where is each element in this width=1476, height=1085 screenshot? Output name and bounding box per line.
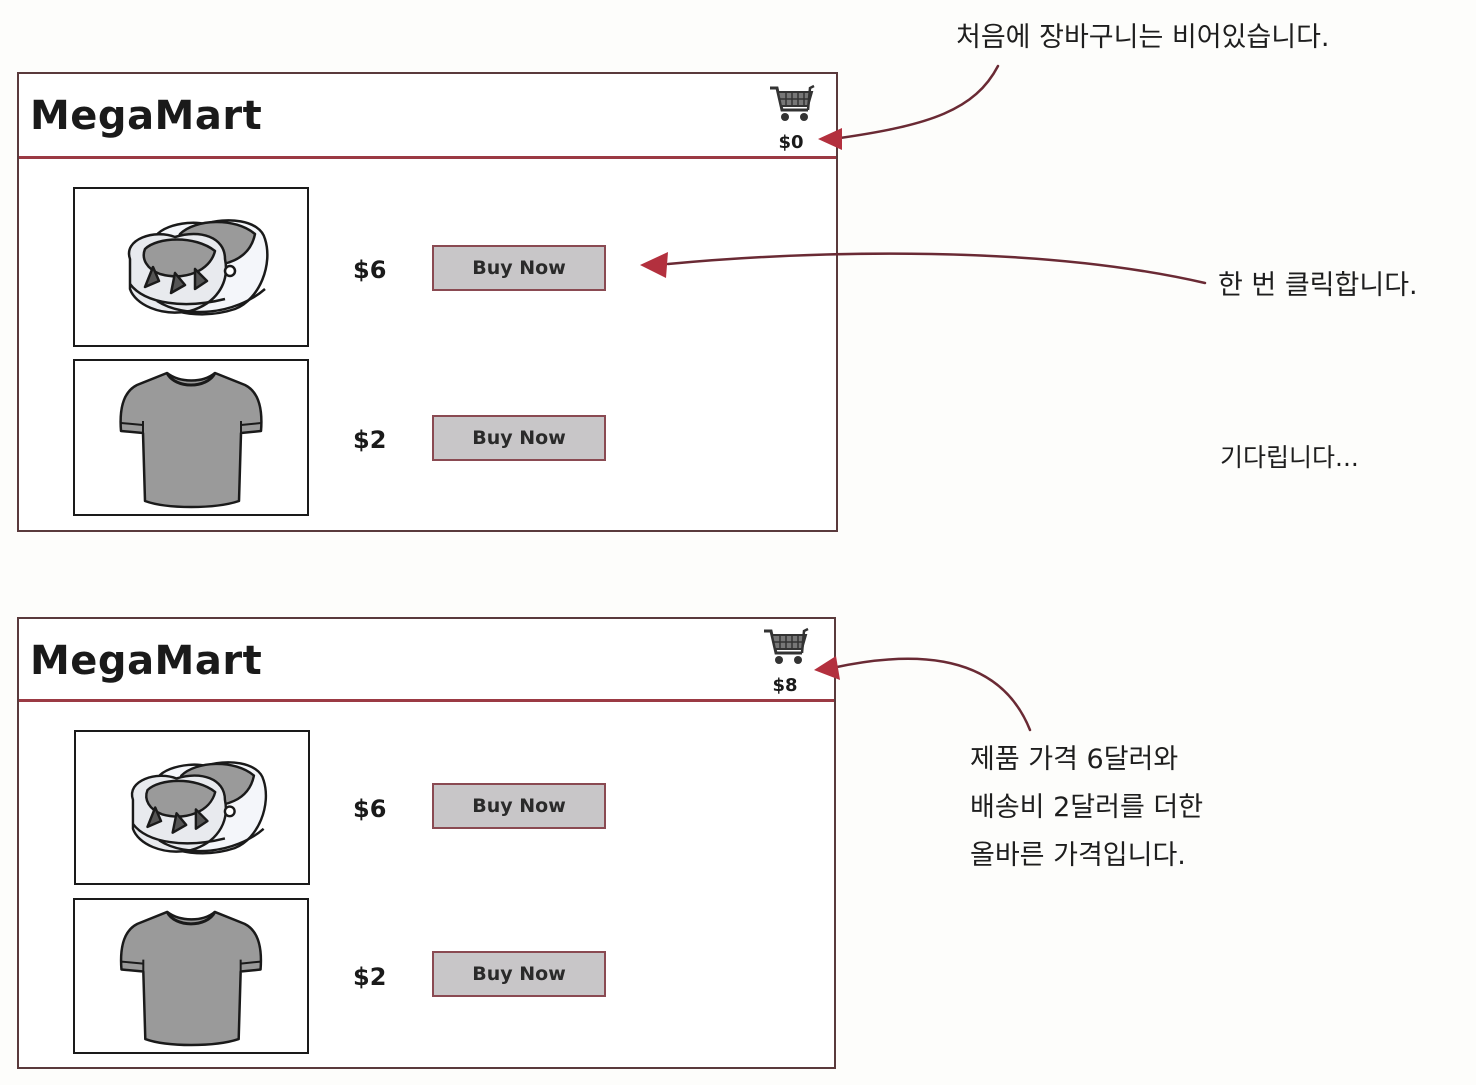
shopping-cart-icon bbox=[764, 627, 809, 664]
app-title: MegaMart bbox=[30, 638, 263, 684]
annotation-line: 배송비 2달러를 더한 bbox=[970, 792, 1204, 823]
buy-now-button-shoes[interactable]: Buy Now bbox=[432, 245, 606, 291]
arrowhead-icon bbox=[814, 656, 840, 680]
shoes-icon bbox=[127, 219, 269, 316]
buy-now-button-shoes[interactable]: Buy Now bbox=[432, 783, 606, 829]
annotation-line: 제품 가격 6달러와 bbox=[970, 744, 1179, 775]
cart[interactable]: $8 bbox=[750, 625, 820, 697]
app-header: MegaMart $8 bbox=[19, 619, 834, 702]
megamart-window-before: MegaMart $0 $6 bbox=[17, 72, 838, 532]
product-price: $6 bbox=[353, 795, 387, 823]
megamart-window-after: MegaMart $8 $6 bbox=[17, 617, 836, 1069]
product-price: $2 bbox=[353, 426, 387, 454]
product-image-tshirt bbox=[73, 898, 309, 1054]
arrow-empty-cart bbox=[838, 64, 1000, 140]
cart-total: $8 bbox=[772, 675, 798, 696]
product-image-shoes bbox=[73, 187, 309, 347]
app-header: MegaMart $0 bbox=[19, 74, 836, 159]
cart-total: $0 bbox=[778, 132, 804, 153]
tshirt-icon bbox=[119, 910, 263, 1047]
shoes-icon bbox=[130, 761, 268, 855]
buy-now-button-tshirt[interactable]: Buy Now bbox=[432, 951, 606, 997]
product-price: $2 bbox=[353, 963, 387, 991]
product-image-tshirt bbox=[73, 359, 309, 516]
buy-now-button-tshirt[interactable]: Buy Now bbox=[432, 415, 606, 461]
product-price: $6 bbox=[353, 256, 387, 284]
arrowhead-icon bbox=[818, 128, 842, 150]
arrow-click-once bbox=[666, 252, 1207, 285]
arrow-correct-price bbox=[830, 657, 1032, 732]
annotation-wait: 기다립니다... bbox=[1220, 443, 1359, 472]
product-image-shoes bbox=[74, 730, 310, 885]
arrowhead-icon bbox=[640, 252, 668, 278]
cart[interactable]: $0 bbox=[756, 82, 826, 154]
annotation-click-once: 한 번 클릭합니다. bbox=[1218, 270, 1418, 301]
annotation-line: 올바른 가격입니다. bbox=[970, 840, 1186, 871]
annotation-correct-price: 제품 가격 6달러와 배송비 2달러를 더한 올바른 가격입니다. bbox=[970, 736, 1203, 880]
app-title: MegaMart bbox=[30, 93, 263, 139]
tshirt-icon bbox=[119, 371, 263, 509]
shopping-cart-icon bbox=[770, 84, 815, 121]
annotation-empty-cart: 처음에 장바구니는 비어있습니다. bbox=[956, 22, 1330, 53]
